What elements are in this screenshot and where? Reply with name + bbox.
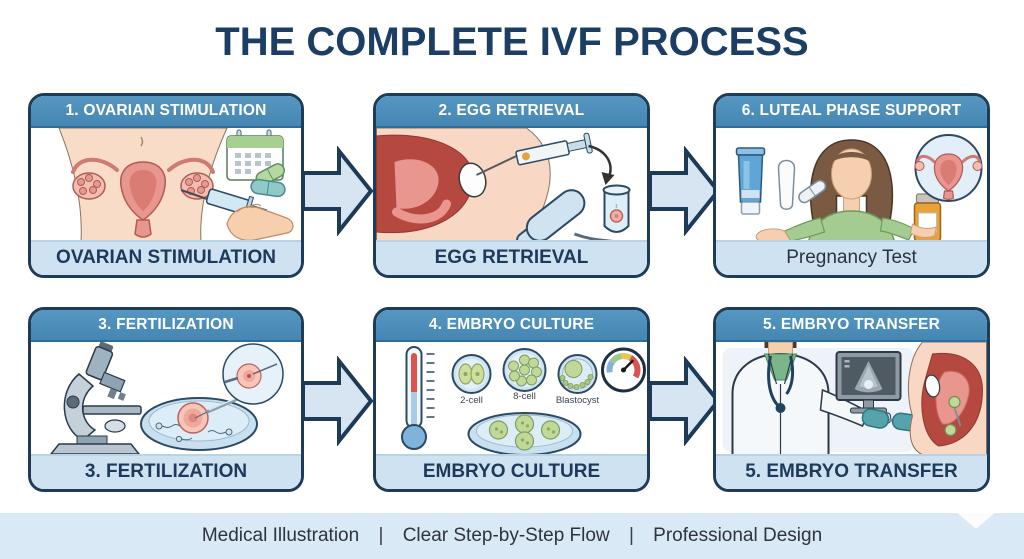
applicator-icon [798,179,827,204]
gauge-icon [601,347,646,393]
gloved-hand [861,408,890,429]
footer-item-step-flow: Clear Step-by-Step Flow [402,525,610,546]
panel-fertilization-caption: 3. FERTILIZATION [31,454,301,489]
panel-luteal-phase-support-header: 6. LUTEAL PHASE SUPPORT [716,96,987,128]
culture-dish-icon [467,412,582,456]
panel-embryo-transfer-caption: 5. EMBRYO TRANSFER [716,454,987,489]
panel-embryo-culture: 4. EMBRYO CULTURE [373,307,650,492]
footer-band: Medical Illustration | Clear Step-by-Ste… [0,513,1024,559]
two-cell-label: 2-cell [460,395,483,406]
ovarian-stimulation-drawing [58,128,294,242]
embryo-culture-drawing: 2-cell 8-cell Blastocyst [401,346,646,456]
luteal-phase-support-illustration [716,128,987,242]
fertilization-illustration [31,342,301,456]
panel-embryo-transfer-header: 5. EMBRYO TRANSFER [716,310,987,342]
blastocyst-label: Blastocyst [556,395,600,406]
flow-arrow-right [301,146,374,236]
blastocyst-icon [557,354,598,394]
ovarian-stimulation-illustration [31,128,301,242]
panel-ovarian-stimulation-caption: OVARIAN STIMULATION [31,240,301,275]
cream-tube-icon [735,147,766,215]
luteal-phase-support-drawing [735,134,983,242]
pill-bottle-icon [909,193,942,242]
panel-embryo-transfer: 5. EMBRYO TRANSFER [713,307,990,492]
panel-embryo-culture-header: 4. EMBRYO CULTURE [376,310,647,342]
embryo-transfer-drawing [722,342,987,456]
page-title: THE COMPLETE IVF PROCESS [215,20,809,64]
test-tube-icon [602,184,631,233]
ultrasound-monitor-icon [835,351,902,414]
panel-luteal-phase-support: 6. LUTEAL PHASE SUPPORT [713,93,990,278]
panel-egg-retrieval-caption: EGG RETRIEVAL [376,240,647,275]
embryo [948,395,961,409]
flow-arrow-right [648,146,721,236]
sperm-cells [155,422,233,443]
doctor-illustration [731,342,870,456]
panel-fertilization: 3. FERTILIZATION [28,307,304,492]
panel-ovarian-stimulation-header: 1. OVARIAN STIMULATION [31,96,301,128]
thermometer-icon [401,346,435,450]
footer-item-professional-design: Professional Design [653,525,823,546]
stethoscope-icon [767,355,780,408]
panel-luteal-phase-support-caption: Pregnancy Test [716,240,987,275]
eight-cell-label: 8-cell [513,391,536,402]
panel-ovarian-stimulation: 1. OVARIAN STIMULATION [28,93,304,278]
two-cell-embryo-icon [451,354,492,394]
footer-separator: | [378,525,384,546]
footer-separator: | [628,525,634,546]
flow-arrow-right [301,356,374,446]
pills-icon [250,163,286,198]
panel-egg-retrieval-header: 2. EGG RETRIEVAL [376,96,647,128]
egg-retrieval-illustration [376,128,647,242]
hand-illustration [226,203,294,241]
panel-embryo-culture-caption: EMBRYO CULTURE [376,454,647,489]
fertilization-drawing [49,342,284,455]
egg-retrieval-drawing [376,128,631,242]
uterus-circle-icon [914,134,983,202]
embryo-transfer-illustration [716,342,987,456]
embryo [944,423,957,437]
suppository-icon [777,159,796,210]
panel-egg-retrieval: 2. EGG RETRIEVAL [373,93,650,278]
aspiration-needle-syringe-icon [476,132,593,176]
eight-cell-embryo-icon [502,348,547,392]
open-palm-hand [755,228,792,242]
flow-arrow-right [648,356,721,446]
follicle [458,162,487,198]
icsi-inset-circle [222,343,284,405]
embryo-culture-illustration: 2-cell 8-cell Blastocyst [376,342,647,456]
panel-fertilization-header: 3. FERTILIZATION [31,310,301,342]
navel [140,136,144,147]
microscope-icon [49,342,142,455]
footer-item-medical-illustration: Medical Illustration [201,525,360,546]
uterus-cross-section [907,342,987,456]
decorative-chevron-icon [948,505,1004,529]
curved-arrow-icon [588,144,615,185]
